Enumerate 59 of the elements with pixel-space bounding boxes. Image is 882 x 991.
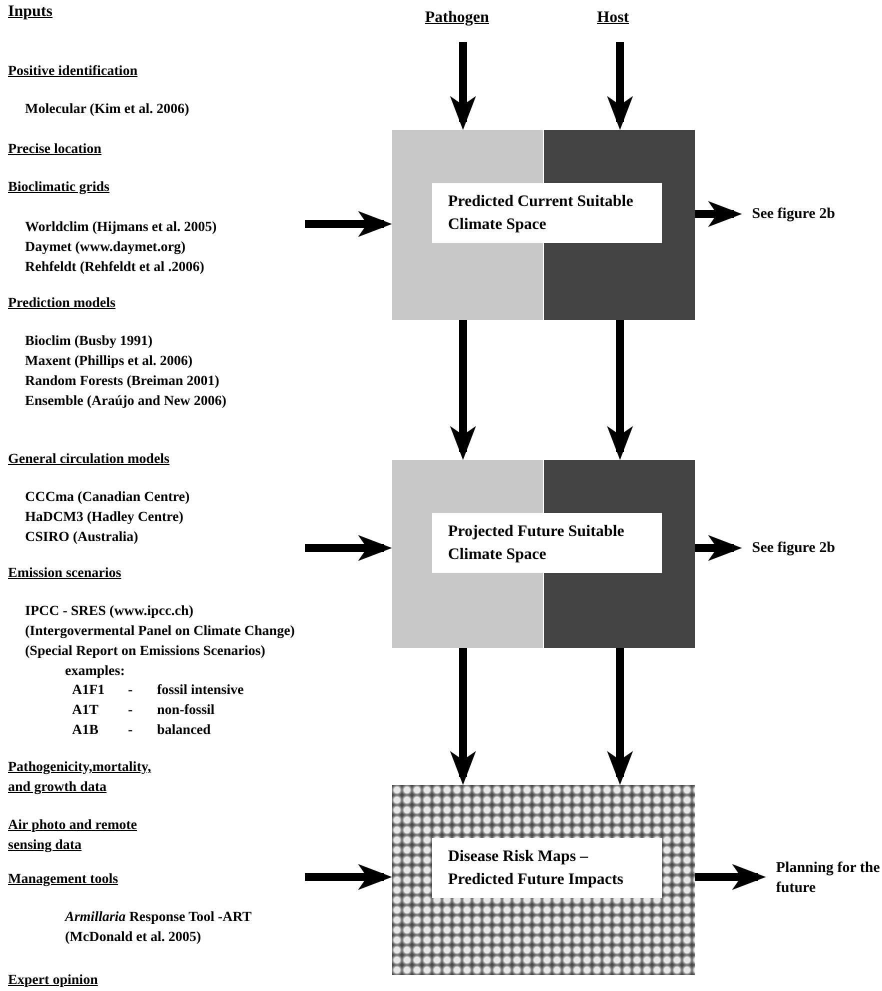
table-cell-text: fossil intensive — [157, 682, 244, 700]
arrow — [305, 864, 392, 890]
process-panel — [392, 130, 695, 320]
section-heading: Emission scenarios — [8, 565, 122, 583]
list-item: Rehfeldt (Rehfeldt et al .2006) — [25, 259, 204, 277]
table-cell-text: - — [128, 682, 133, 700]
list-item: (Special Report on Emissions Scenarios) — [25, 643, 266, 661]
table-cell-text: non-fossil — [157, 702, 215, 720]
arrow — [305, 535, 392, 561]
list-item: Molecular (Kim et al. 2006) — [25, 101, 190, 119]
table-cell-text: A1T — [72, 702, 98, 720]
arrow — [305, 211, 392, 237]
list-item: HaDCM3 (Hadley Centre) — [25, 509, 184, 527]
list-item: Worldclim (Hijmans et al. 2005) — [25, 219, 217, 237]
text-box: Predicted Current Suitable Climate Space — [432, 183, 662, 243]
arrow — [450, 42, 476, 130]
output-text: See figure 2b — [752, 538, 862, 558]
list-item: Ensemble (Araújo and New 2006) — [25, 393, 226, 411]
table-cell-text: balanced — [157, 722, 211, 740]
arrow — [607, 42, 633, 130]
column-heading: Host — [597, 8, 647, 28]
arrow — [450, 648, 476, 785]
process-panel — [392, 460, 695, 648]
arrow — [695, 201, 742, 227]
section-heading: Positive identification — [8, 63, 138, 81]
section-heading: Precise location — [8, 141, 102, 159]
list-item: CSIRO (Australia) — [25, 529, 138, 547]
list-item: Random Forests (Breiman 2001) — [25, 373, 220, 391]
list-item: IPCC - SRES (www.ipcc.ch) — [25, 603, 194, 621]
section-heading: Management tools — [8, 871, 118, 889]
list-item: Armillaria Response Tool -ART (McDonald et al. 2005) — [65, 909, 252, 947]
section-heading: Air photo and remote sensing data — [8, 817, 138, 855]
arrow — [695, 864, 766, 890]
list-item: Daymet (www.daymet.org) — [25, 239, 186, 257]
list-item: CCCma (Canadian Centre) — [25, 489, 190, 507]
list-item: Maxent (Phillips et al. 2006) — [25, 353, 193, 371]
list-item: (Intergovermental Panel on Climate Change) — [25, 623, 295, 641]
arrow — [695, 535, 742, 561]
arrow — [450, 320, 476, 460]
column-heading: Pathogen — [425, 8, 515, 28]
list-item: examples: — [65, 663, 125, 681]
section-heading: Prediction models — [8, 295, 116, 313]
section-heading: Inputs — [8, 2, 52, 22]
text-box: Disease Risk Maps – Predicted Future Impacts — [432, 838, 662, 898]
arrow — [607, 320, 633, 460]
table-cell-text: A1F1 — [72, 682, 105, 700]
list-item: Bioclim (Busby 1991) — [25, 333, 153, 351]
section-heading: Bioclimatic grids — [8, 179, 110, 197]
output-text: See figure 2b — [752, 204, 862, 224]
section-heading: Expert opinion — [8, 972, 98, 990]
table-cell-text: - — [128, 702, 133, 720]
process-panel — [392, 785, 695, 975]
arrow — [607, 648, 633, 785]
output-text: Planning for the future — [776, 858, 882, 898]
section-heading: General circulation models — [8, 451, 170, 469]
text-box: Projected Future Suitable Climate Space — [432, 513, 662, 573]
table-cell-text: A1B — [72, 722, 98, 740]
table-cell-text: - — [128, 722, 133, 740]
section-heading: Pathogenicity,mortality, and growth data — [8, 759, 152, 797]
